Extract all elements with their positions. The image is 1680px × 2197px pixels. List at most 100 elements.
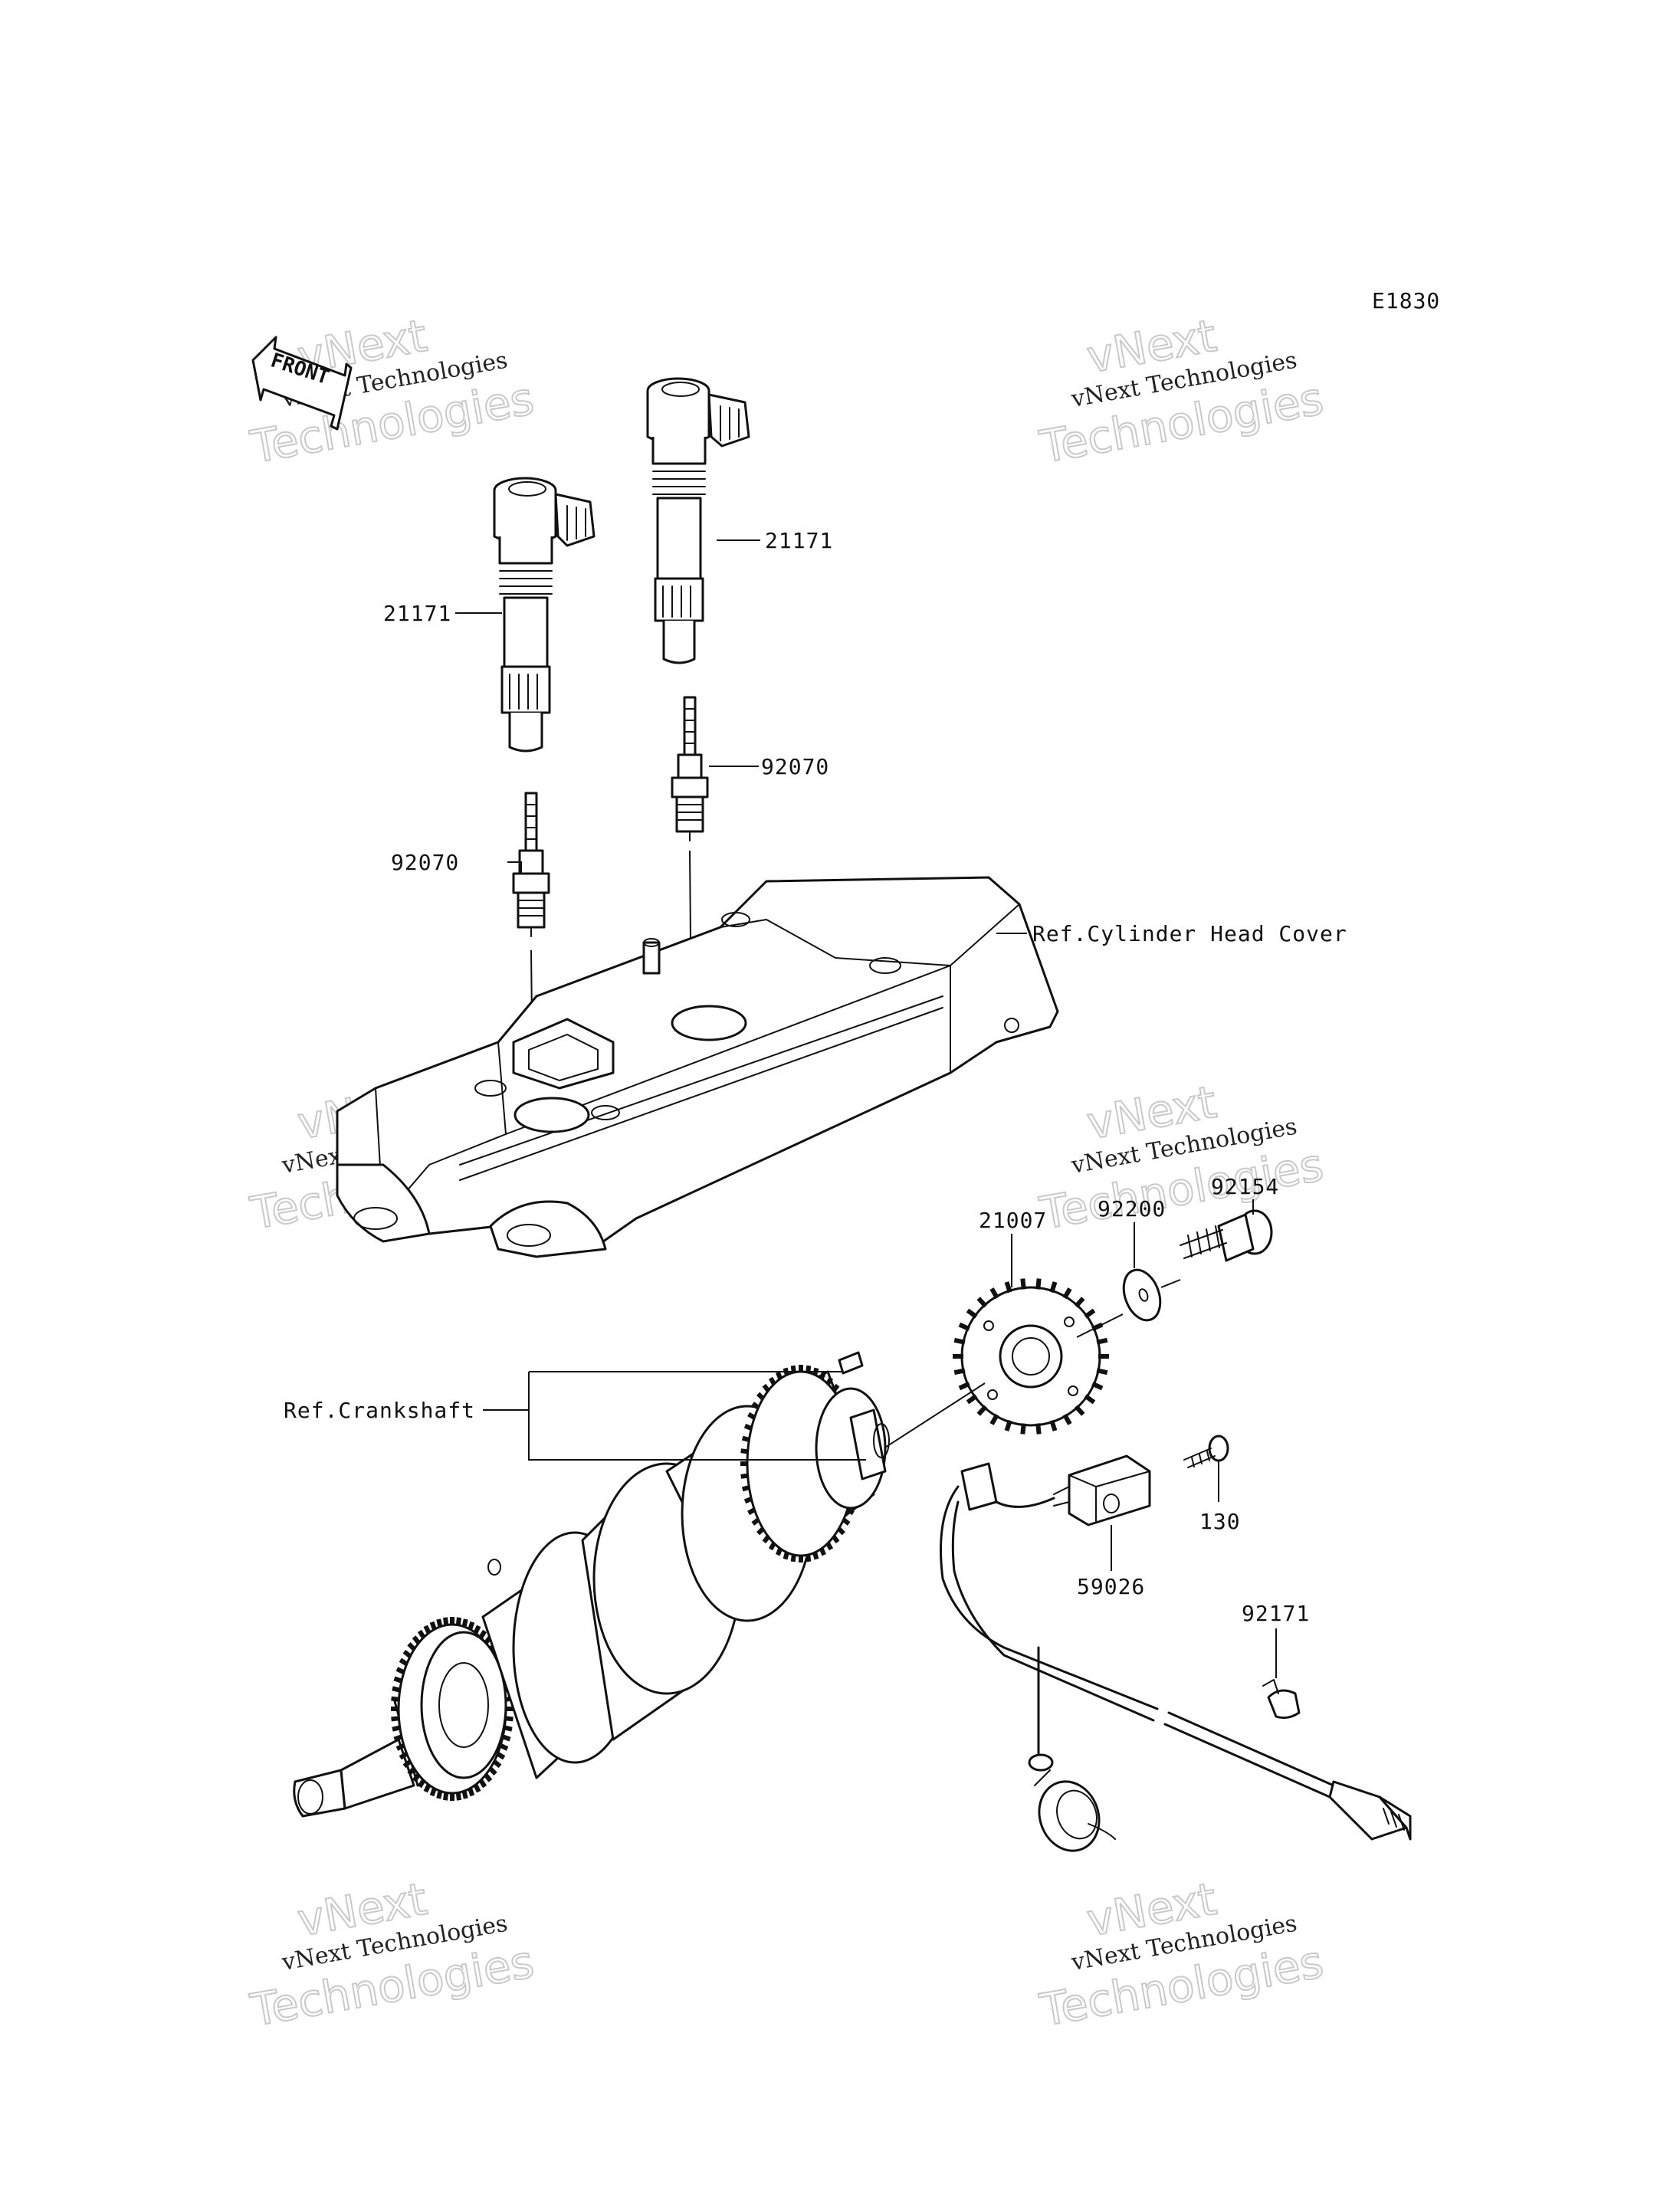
spark-plug-right (671, 696, 709, 841)
crank-gear-tooth (407, 1766, 416, 1776)
rotor-tooth (1096, 1337, 1108, 1345)
primary-gear-tooth (756, 1392, 765, 1401)
crank-position-sensor (1053, 1454, 1151, 1526)
crank-gear-tooth (402, 1649, 412, 1658)
rotor-tooth (1049, 1281, 1058, 1294)
cylinder-head-cover (336, 876, 1059, 1258)
crank-gear-tooth (412, 1635, 421, 1644)
primary-gear-tooth (790, 1554, 796, 1562)
spark-plug-left (512, 792, 550, 937)
rotor-bolt (1180, 1209, 1273, 1262)
crank-gear-tooth (492, 1759, 502, 1769)
callout-plug-right: 92070 (761, 754, 829, 779)
crank-gear-tooth (391, 1716, 399, 1722)
crank-gear-tooth (496, 1751, 506, 1760)
primary-gear-tooth (842, 1517, 851, 1526)
crank-gear-tooth (505, 1716, 514, 1722)
rotor-tooth (953, 1368, 966, 1376)
crank-gear-tooth (468, 1621, 475, 1631)
primary-gear-tooth (812, 1552, 819, 1560)
crank-gear-tooth (484, 1773, 493, 1782)
watermark-bottom-left: vNext vNext Technologies Technologies (246, 1872, 539, 2038)
crank-gear-tooth (392, 1725, 401, 1732)
crank-gear-tooth (399, 1751, 409, 1760)
rotor-tooth (1035, 1278, 1042, 1290)
callout-plug-left: 92070 (391, 850, 459, 875)
callout-sensor: 59026 (1077, 1574, 1145, 1599)
primary-gear-tooth (837, 1526, 845, 1536)
primary-gear-tooth (832, 1383, 840, 1392)
primary-gear-tooth (756, 1526, 765, 1536)
primary-gear-tooth (762, 1383, 770, 1392)
rotor-tooth (1074, 1297, 1085, 1308)
callout-rotor: 21007 (979, 1208, 1047, 1233)
crank-gear-tooth (504, 1725, 513, 1732)
callout-washer: 92200 (1098, 1196, 1166, 1221)
primary-gear-tooth (741, 1435, 750, 1442)
primary-gear-tooth (775, 1371, 783, 1380)
crank-gear-tooth (407, 1642, 416, 1651)
crank-gear-tooth (395, 1743, 405, 1751)
rotor-tooth (1062, 1413, 1072, 1425)
crank-gear-tooth (461, 1618, 468, 1628)
diagram-code: E1830 (1372, 288, 1440, 313)
rotor-tooth (1062, 1287, 1072, 1300)
rotor-tooth (1074, 1405, 1085, 1416)
crank-gear-tooth (455, 1617, 461, 1626)
sensor-wiring-harness (940, 1462, 1412, 1852)
crank-gear-tooth (436, 1618, 443, 1628)
primary-gear-tooth (825, 1376, 834, 1385)
crank-gear-tooth (402, 1759, 412, 1769)
primary-gear-tooth (775, 1547, 783, 1556)
primary-gear-tooth (751, 1402, 760, 1410)
crank-gear-tooth (455, 1792, 461, 1801)
primary-gear-tooth (762, 1535, 770, 1544)
primary-gear-tooth (747, 1507, 756, 1516)
crank-gear-tooth (488, 1766, 497, 1776)
crank-gear-tooth (468, 1787, 475, 1797)
crank-gear-tooth (423, 1625, 431, 1635)
callout-bolt-top: 92154 (1211, 1174, 1279, 1199)
primary-gear-tooth (819, 1547, 827, 1556)
primary-gear-tooth (846, 1507, 855, 1516)
crank-gear-tooth (473, 1625, 481, 1635)
crank-gear-tooth (436, 1790, 443, 1799)
rotor-tooth (989, 1287, 999, 1300)
rotor-tooth (1084, 1308, 1096, 1319)
callout-head-cover-ref: Ref.Cylinder Head Cover (1032, 921, 1347, 946)
watermark-bottom-right: vNext vNext Technologies Technologies (1035, 1872, 1328, 2038)
crank-gear-tooth (417, 1629, 426, 1639)
crank-gear-tooth (423, 1783, 431, 1793)
ignition-coil-right (646, 377, 750, 664)
crank-gear-tooth (473, 1783, 481, 1793)
crank-gear-tooth (443, 1792, 449, 1801)
crank-gear-tooth (393, 1734, 402, 1742)
rotor-tooth (958, 1382, 970, 1391)
rotor-tooth (1004, 1281, 1012, 1294)
rotor-tooth (1084, 1394, 1096, 1405)
primary-gear-tooth (819, 1371, 827, 1380)
rotor-tooth (1035, 1423, 1042, 1435)
rotor-tooth (966, 1308, 978, 1319)
rotor-tooth (1096, 1368, 1108, 1376)
watermark-mid-right: vNext vNext Technologies Technologies (1035, 1075, 1328, 1241)
primary-gear-tooth (747, 1412, 756, 1420)
primary-gear-tooth (751, 1517, 760, 1526)
crank-ref-bracket (483, 1371, 866, 1461)
callout-coil-right: 21171 (765, 528, 833, 553)
crank-gear-tooth (429, 1621, 437, 1631)
primary-gear-tooth (740, 1473, 748, 1479)
rotor-tooth (1004, 1419, 1012, 1431)
rotor-tooth (976, 1405, 988, 1416)
crank-gear-tooth (502, 1734, 511, 1742)
washer-bolt-axis (1160, 1279, 1181, 1288)
rotor-tooth (958, 1322, 970, 1331)
crank-gear-tooth (395, 1667, 405, 1674)
primary-gear-tooth (743, 1423, 753, 1431)
crank-gear-tooth (443, 1617, 449, 1626)
timing-rotor (953, 1278, 1109, 1435)
crank-gear-tooth (391, 1696, 399, 1702)
primary-gear-tooth (806, 1554, 812, 1562)
rotor-tooth (966, 1394, 978, 1405)
